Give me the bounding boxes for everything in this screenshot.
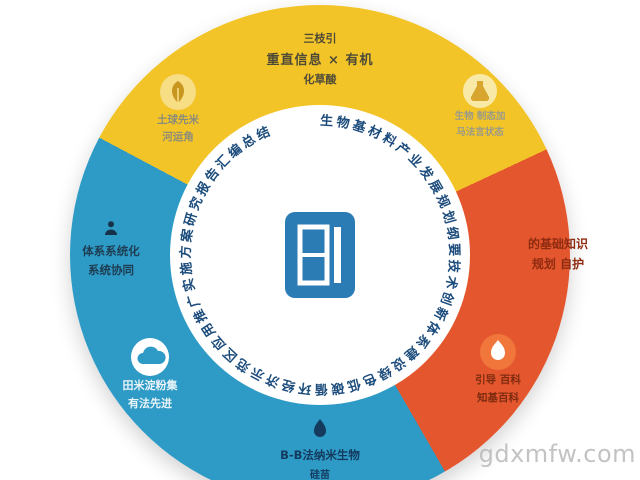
- flame-icon: [310, 418, 330, 444]
- label-left-line2: 系统协同: [88, 263, 134, 278]
- cloud-icon: [131, 338, 169, 376]
- label-top-line3: 化草酸: [303, 73, 337, 86]
- label-top-line1: 三枝引: [303, 32, 337, 45]
- label-bottom-line1: B-B法纳米生物: [280, 448, 360, 462]
- label-bottom-line2: 硅苗: [310, 470, 330, 480]
- label-lower-left-line1: 田米淀粉集: [122, 379, 178, 392]
- label-lower-right-line1: 引导 百科: [475, 374, 521, 386]
- flame-icon: [480, 334, 516, 370]
- leaf-icon: [160, 74, 196, 110]
- label-upper-left-line2: 河运角: [162, 131, 194, 144]
- label-right-line2: 规划 自护: [531, 257, 585, 272]
- label-bottom: B-B法纳米生物 硅苗: [220, 418, 420, 480]
- label-upper-right: 生物 制态加 马法言状态: [428, 74, 532, 140]
- label-right-line1: 的基础知识: [527, 237, 588, 251]
- label-lower-left-line2: 有法先进: [128, 396, 172, 410]
- label-lower-left: 田米淀粉集 有法先进: [90, 338, 210, 412]
- label-upper-right-line2: 马法言状态: [456, 126, 504, 138]
- label-lower-right-line2: 知基百科: [477, 391, 519, 404]
- label-top-line2: 重直信息 × 有机: [266, 53, 374, 68]
- label-left: 体系系统化 系统协同: [55, 220, 167, 278]
- person-icon: [103, 220, 119, 240]
- label-left-line1: 体系系统化: [82, 244, 140, 258]
- label-upper-left-line1: 土球先米: [157, 114, 199, 126]
- flask-icon: [463, 74, 497, 108]
- document-icon: [285, 212, 355, 298]
- label-top: 三枝引 重直信息 × 有机 化草酸: [220, 30, 420, 87]
- label-upper-left: 土球先米 河运角: [128, 74, 228, 144]
- label-upper-right-line1: 生物 制态加: [454, 111, 506, 122]
- label-right: 的基础知识 规划 自护: [506, 236, 610, 274]
- watermark: gdxmfw.com: [478, 440, 636, 468]
- label-lower-right: 引导 百科 知基百科: [443, 334, 553, 405]
